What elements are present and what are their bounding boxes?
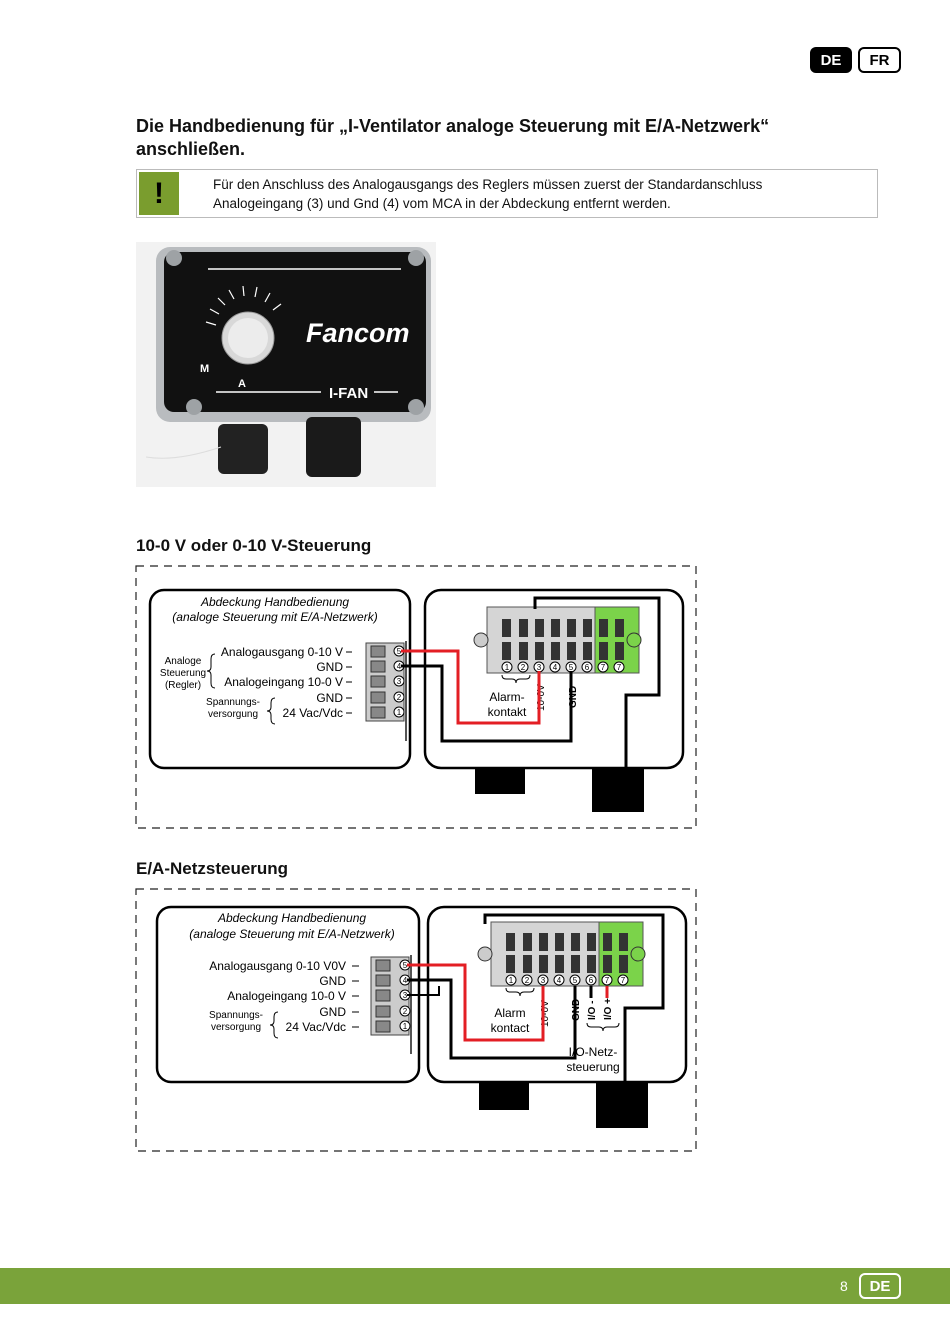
d2-cover-line1: Abdeckung Handbedienung (217, 911, 366, 925)
d2-alarm-line2: kontact (491, 1021, 530, 1035)
note-line-1: Für den Anschluss des Analogausgangs des… (213, 177, 763, 192)
d1-alarm-line1: Alarm- (489, 690, 524, 704)
d2-lt-5: 5 (403, 961, 408, 970)
d2-group2-line2: versorgung (211, 1022, 261, 1033)
d2-alarm-line1: Alarm (494, 1006, 525, 1020)
d2-lt-1: 1 (403, 1022, 408, 1031)
footer-bar: 8 DE (0, 1268, 950, 1304)
wiring-diagram-1: Abdeckung Handbedienung (analoge Steueru… (135, 565, 697, 829)
note-text: Für den Anschluss des Analogausgangs des… (213, 175, 762, 213)
d1-rt-6: 6 (585, 663, 590, 672)
d2-rt-2: 2 (525, 976, 530, 985)
d1-rt-3: 3 (537, 663, 542, 672)
d1-group2-line1: Spannungs- (206, 697, 260, 708)
d2-row-2: GND (319, 974, 346, 988)
lang-de-button[interactable]: DE (810, 47, 852, 73)
d1-group2-line2: versorgung (208, 709, 258, 720)
d1-rt-4: 4 (553, 663, 558, 672)
section2-heading: E/A-Netzsteuerung (136, 859, 289, 878)
d2-cover-line2: (analoge Steuerung mit E/A-Netzwerk) (189, 927, 394, 941)
d2-label-10v: 10-0V (540, 1000, 551, 1027)
d1-rt-7b: 7 (617, 663, 622, 672)
d1-lt-5: 5 (397, 647, 402, 656)
d1-row-4: GND (316, 691, 343, 705)
d1-group1-line3: (Regler) (165, 680, 201, 691)
d1-rt-2: 2 (521, 663, 526, 672)
d2-label-io-plus: I/O + (603, 998, 614, 1020)
d1-lt-1: 1 (397, 708, 402, 717)
warning-note: ! Für den Anschluss des Analogausgangs d… (136, 169, 878, 218)
d1-label-gnd: GND (568, 686, 579, 708)
d2-io-line1: I/O-Netz- (569, 1045, 618, 1059)
lang-fr-button[interactable]: FR (858, 47, 901, 73)
d1-lt-3: 3 (397, 677, 402, 686)
d1-rt-5: 5 (569, 663, 574, 672)
d1-row-3: Analogeingang 10-0 V (224, 675, 343, 689)
d2-rt-6: 6 (589, 976, 594, 985)
d1-lt-4: 4 (397, 662, 402, 671)
d1-rt-1: 1 (505, 663, 510, 672)
d1-alarm-line2: kontakt (488, 705, 527, 719)
d1-row-1: Analogausgang 0-10 V (221, 645, 343, 659)
d2-row-5: 24 Vac/Vdc (286, 1020, 346, 1034)
page-title: Die Handbedienung für „I-Ventilator anal… (136, 116, 770, 159)
d1-cover-line2: (analoge Steuerung mit E/A-Netzwerk) (172, 610, 377, 624)
d1-cover-line1: Abdeckung Handbedienung (200, 595, 349, 609)
d2-rt-3: 3 (541, 976, 546, 985)
wiring-diagram-2: Abdeckung Handbedienung (analoge Steueru… (135, 888, 697, 1152)
d2-row-4: GND (319, 1005, 346, 1019)
ifan-photo: M A Fancom I-FAN (136, 242, 436, 487)
section1-heading: 10-0 V oder 0-10 V-Steuerung (136, 536, 372, 555)
d1-rt-7: 7 (601, 663, 606, 672)
photo-dial-m: M (200, 363, 209, 375)
d2-lt-2: 2 (403, 1007, 408, 1016)
photo-dial-a: A (238, 378, 246, 390)
page-number: 8 (840, 1278, 848, 1294)
photo-model-label: I-FAN (329, 385, 368, 402)
d2-rt-7: 7 (605, 976, 610, 985)
d2-row-3: Analogeingang 10-0 V (227, 989, 346, 1003)
d2-group2-line1: Spannungs- (209, 1010, 263, 1021)
note-line-2: Analogeingang (3) und Gnd (4) vom MCA in… (213, 196, 671, 211)
footer-lang-badge: DE (859, 1273, 901, 1299)
d1-row-5: 24 Vac/Vdc (283, 706, 343, 720)
d1-lt-2: 2 (397, 693, 402, 702)
d2-rt-1: 1 (509, 976, 514, 985)
d2-lt-4: 4 (403, 976, 408, 985)
d2-rt-5: 5 (573, 976, 578, 985)
d2-label-io-minus: I/O - (587, 1001, 598, 1020)
d2-lt-3: 3 (403, 991, 408, 1000)
d2-io-line2: steuerung (566, 1060, 619, 1074)
d2-rt-4: 4 (557, 976, 562, 985)
d1-group1-line1: Analoge (165, 656, 202, 667)
d1-group1-line2: Steuerung (160, 668, 206, 679)
d1-row-2: GND (316, 660, 343, 674)
d1-label-10v: 10-0V (536, 684, 547, 711)
d2-row-1: Analogausgang 0-10 V0V (209, 959, 346, 973)
photo-brand-logo: Fancom (306, 318, 410, 348)
exclamation-icon: ! (139, 172, 179, 215)
d2-rt-7b: 7 (621, 976, 626, 985)
